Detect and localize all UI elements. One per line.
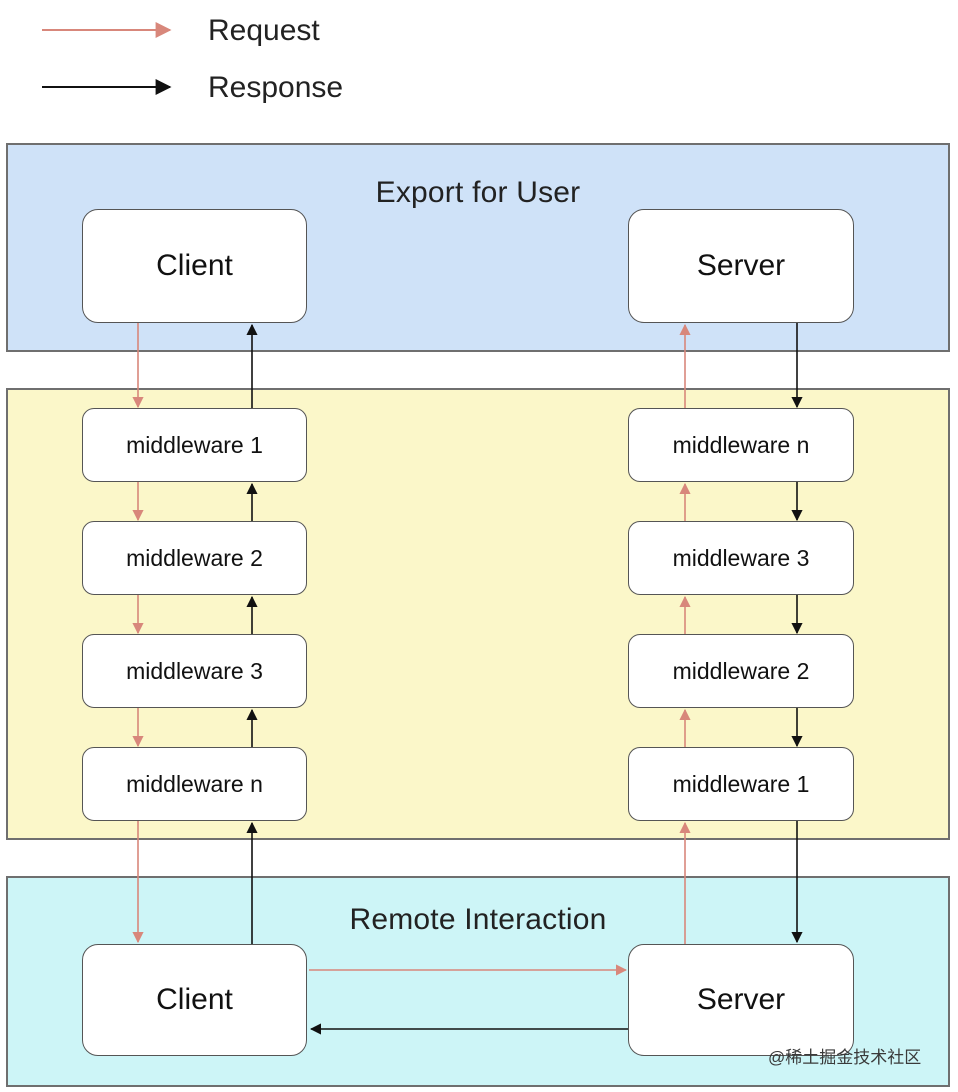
server-middleware-3: middleware 3 [628,521,854,595]
server-middleware-n: middleware n [628,408,854,482]
legend-arrows [42,22,172,95]
legend-request-label: Request [208,14,320,47]
watermark: @稀土掘金技术社区 [768,1048,922,1067]
server-middleware-2: middleware 2 [628,634,854,708]
remote-server-box: Server [628,944,854,1056]
client-middleware-3: middleware 3 [82,634,307,708]
client-middleware-1: middleware 1 [82,408,307,482]
remote-interaction-title: Remote Interaction [349,903,607,936]
user-server-box: Server [628,209,854,323]
export-for-user-title: Export for User [375,176,581,209]
remote-client-box: Client [82,944,307,1056]
server-middleware-1: middleware 1 [628,747,854,821]
legend-response-label: Response [208,71,344,104]
user-client-box: Client [82,209,307,323]
client-middleware-2: middleware 2 [82,521,307,595]
client-middleware-n: middleware n [82,747,307,821]
